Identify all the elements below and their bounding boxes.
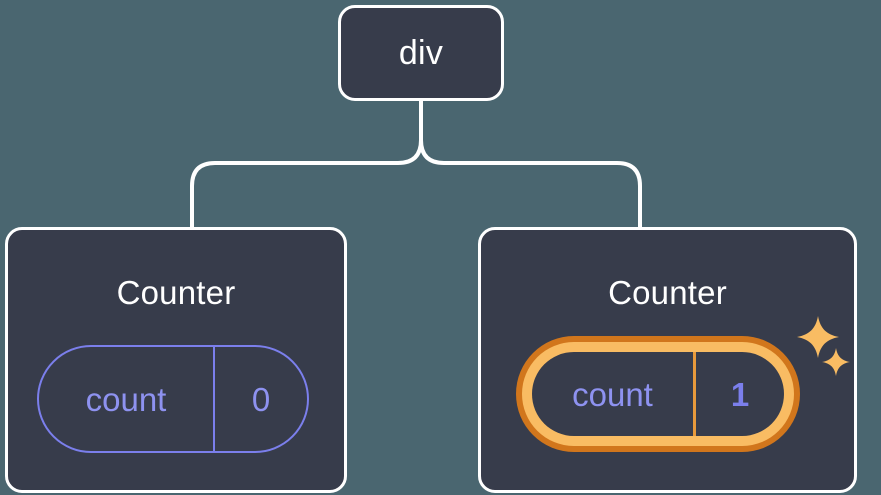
node-div[interactable]: div (338, 5, 504, 101)
node-counter-right-title: Counter (608, 274, 727, 311)
state-pill-right-inner-ring: count 1 (522, 342, 794, 446)
node-counter-left-title: Counter (116, 274, 236, 311)
state-pill-left-value: 0 (251, 380, 271, 418)
sparkle-icon (797, 316, 839, 358)
state-pill-left-key: count (39, 347, 215, 451)
state-pill-right[interactable]: count 1 (516, 336, 800, 452)
node-div-label: div (398, 34, 444, 72)
state-pill-left[interactable]: count 0 (37, 345, 309, 453)
state-pill-left-body: count 0 (37, 345, 309, 453)
connector-branch-left (190, 99, 423, 229)
sparkle-icon (822, 348, 850, 376)
state-pill-right-outer-ring: count 1 (516, 336, 800, 452)
state-pill-right-body: count 1 (532, 352, 784, 436)
state-pill-right-value: 1 (730, 375, 750, 413)
state-pill-right-key: count (532, 352, 696, 436)
connector-branch-right (419, 99, 642, 229)
